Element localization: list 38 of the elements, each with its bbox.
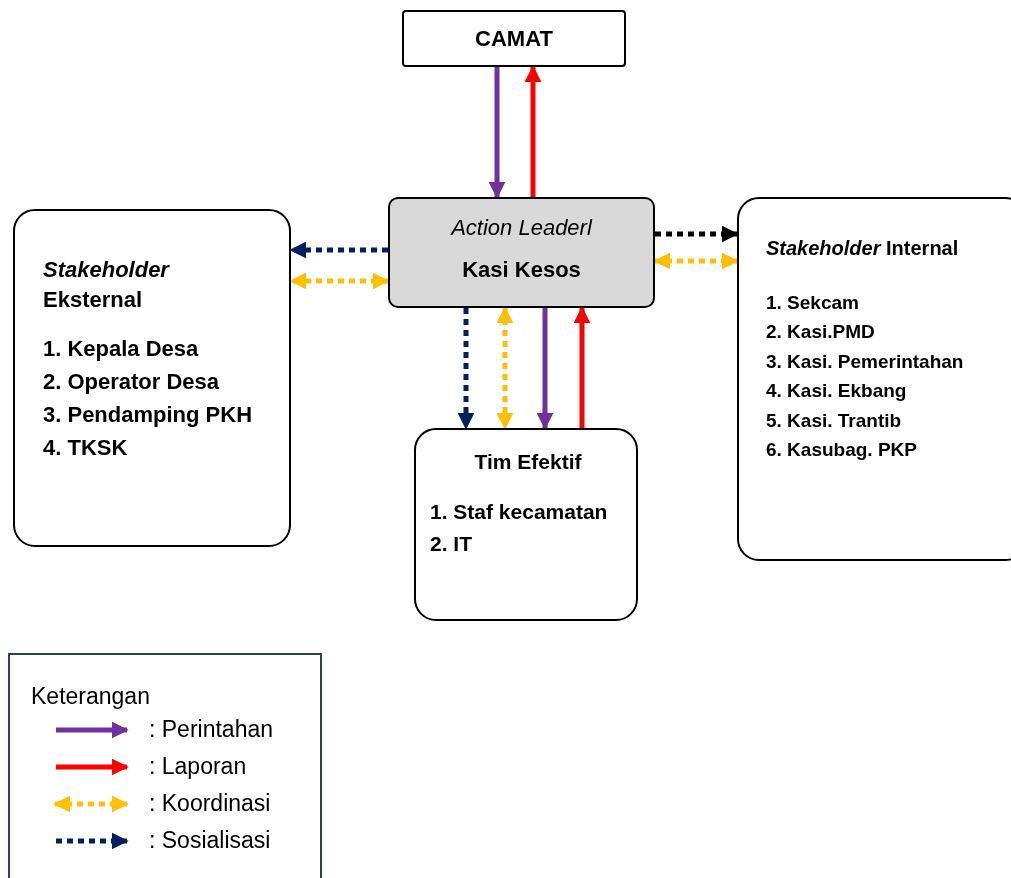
legend-label: : Sosialisasi [149,827,271,854]
team-box [414,428,638,621]
legend-label: : Koordinasi [149,790,271,817]
arrow [573,306,591,428]
node-label: CAMAT [475,24,553,53]
legend-title: Keterangan [31,682,151,711]
arrow [289,241,388,259]
list-item: 4. TKSK [43,434,129,463]
external-stakeholder-box [13,209,291,547]
node-label: Kasi Kesos [462,255,581,284]
list-item: 3. Pendamping PKH [43,401,254,430]
heading: Tim Efektif [473,449,583,475]
arrow [289,272,390,290]
arrow [488,67,506,199]
list-item: 6. Kasubag. PKP [766,438,918,463]
arrow [536,308,554,430]
list-item: 1. Kepala Desa [43,335,200,364]
arrow [653,252,739,270]
heading: Stakeholder Internal [766,236,960,261]
arrow [655,225,739,243]
camat-box [402,10,626,67]
list-item: 5. Kasi. Trantib [766,408,903,433]
legend-label: : Laporan [149,753,247,780]
list-item: 1. Staf kecamatan [430,499,609,526]
list-item: 2. Operator Desa [43,368,221,397]
internal-stakeholder-box [737,197,1011,561]
arrow [457,308,475,430]
leader-box [388,197,655,308]
list-item: 4. Kasi. Ekbang [766,379,908,404]
arrow [524,65,542,197]
legend-label: : Perintahan [149,716,274,743]
list-item: 1. Sekcam [766,291,860,315]
arrow [496,306,514,430]
heading: Action Leaderl [451,214,592,242]
list-item: 2. Kasi.PMD [766,320,876,345]
heading: Stakeholder Eksternal [43,256,171,314]
list-item: 3. Kasi. Pemerintahan [766,349,965,374]
list-item: 2. IT [430,530,473,557]
